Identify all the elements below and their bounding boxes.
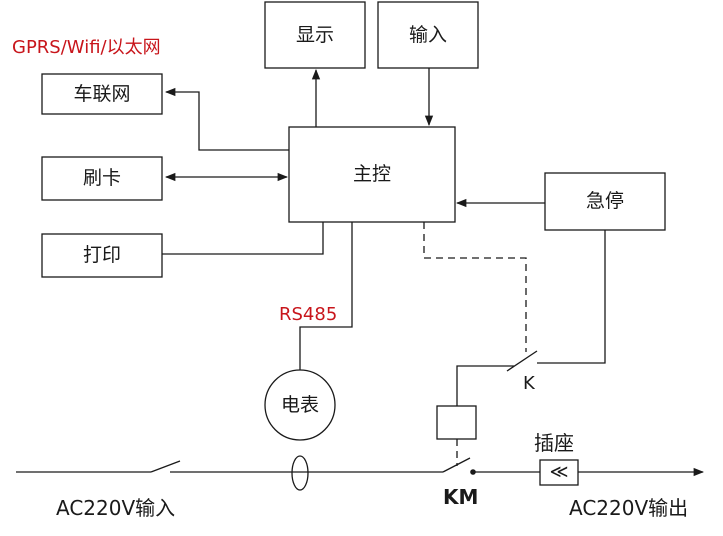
estop-to-k-line — [537, 230, 606, 364]
card-reader-label: 刷卡 — [83, 167, 121, 189]
rs485-label: RS485 — [279, 304, 337, 325]
main-controller-box — [288, 126, 456, 223]
main-controller-label: 主控 — [353, 163, 391, 185]
km-switch-contact — [442, 457, 471, 473]
current-transformer-ring — [291, 455, 309, 491]
rs485-line — [299, 222, 353, 370]
ac-output-label: AC220V输出 — [569, 496, 688, 520]
printer-box — [41, 233, 163, 278]
km-label: KM — [443, 485, 478, 509]
main-to-iov-arrow — [164, 87, 289, 151]
energy-meter-circle — [264, 369, 336, 441]
k-switch-contact — [506, 350, 538, 372]
printer-label: 打印 — [83, 244, 121, 266]
gprs-wifi-ethernet-label: GPRS/Wifi/以太网 — [12, 37, 161, 58]
emergency-stop-label: 急停 — [586, 190, 624, 212]
card-reader-box — [41, 156, 163, 201]
emergency-stop-box — [544, 172, 666, 231]
k-to-coil-line — [456, 365, 514, 406]
input-breaker-switch — [150, 460, 181, 473]
socket-box — [539, 459, 579, 486]
input-box — [377, 1, 479, 69]
iov-box — [41, 73, 163, 115]
main-to-print-line — [162, 222, 324, 255]
ac-input-label: AC220V输入 — [56, 496, 175, 520]
socket-symbol: ≪ — [550, 462, 569, 483]
input-label: 输入 — [409, 24, 447, 46]
energy-meter-label: 电表 — [281, 394, 319, 416]
socket-label: 插座 — [534, 431, 574, 455]
display-label: 显示 — [296, 24, 334, 46]
km-contact-dot — [470, 469, 476, 475]
k-switch-label: K — [523, 373, 536, 394]
main-to-k-dashed-line — [423, 222, 527, 352]
contactor-coil-box — [436, 405, 477, 440]
display-box — [264, 1, 366, 69]
iov-label: 车联网 — [73, 83, 130, 105]
